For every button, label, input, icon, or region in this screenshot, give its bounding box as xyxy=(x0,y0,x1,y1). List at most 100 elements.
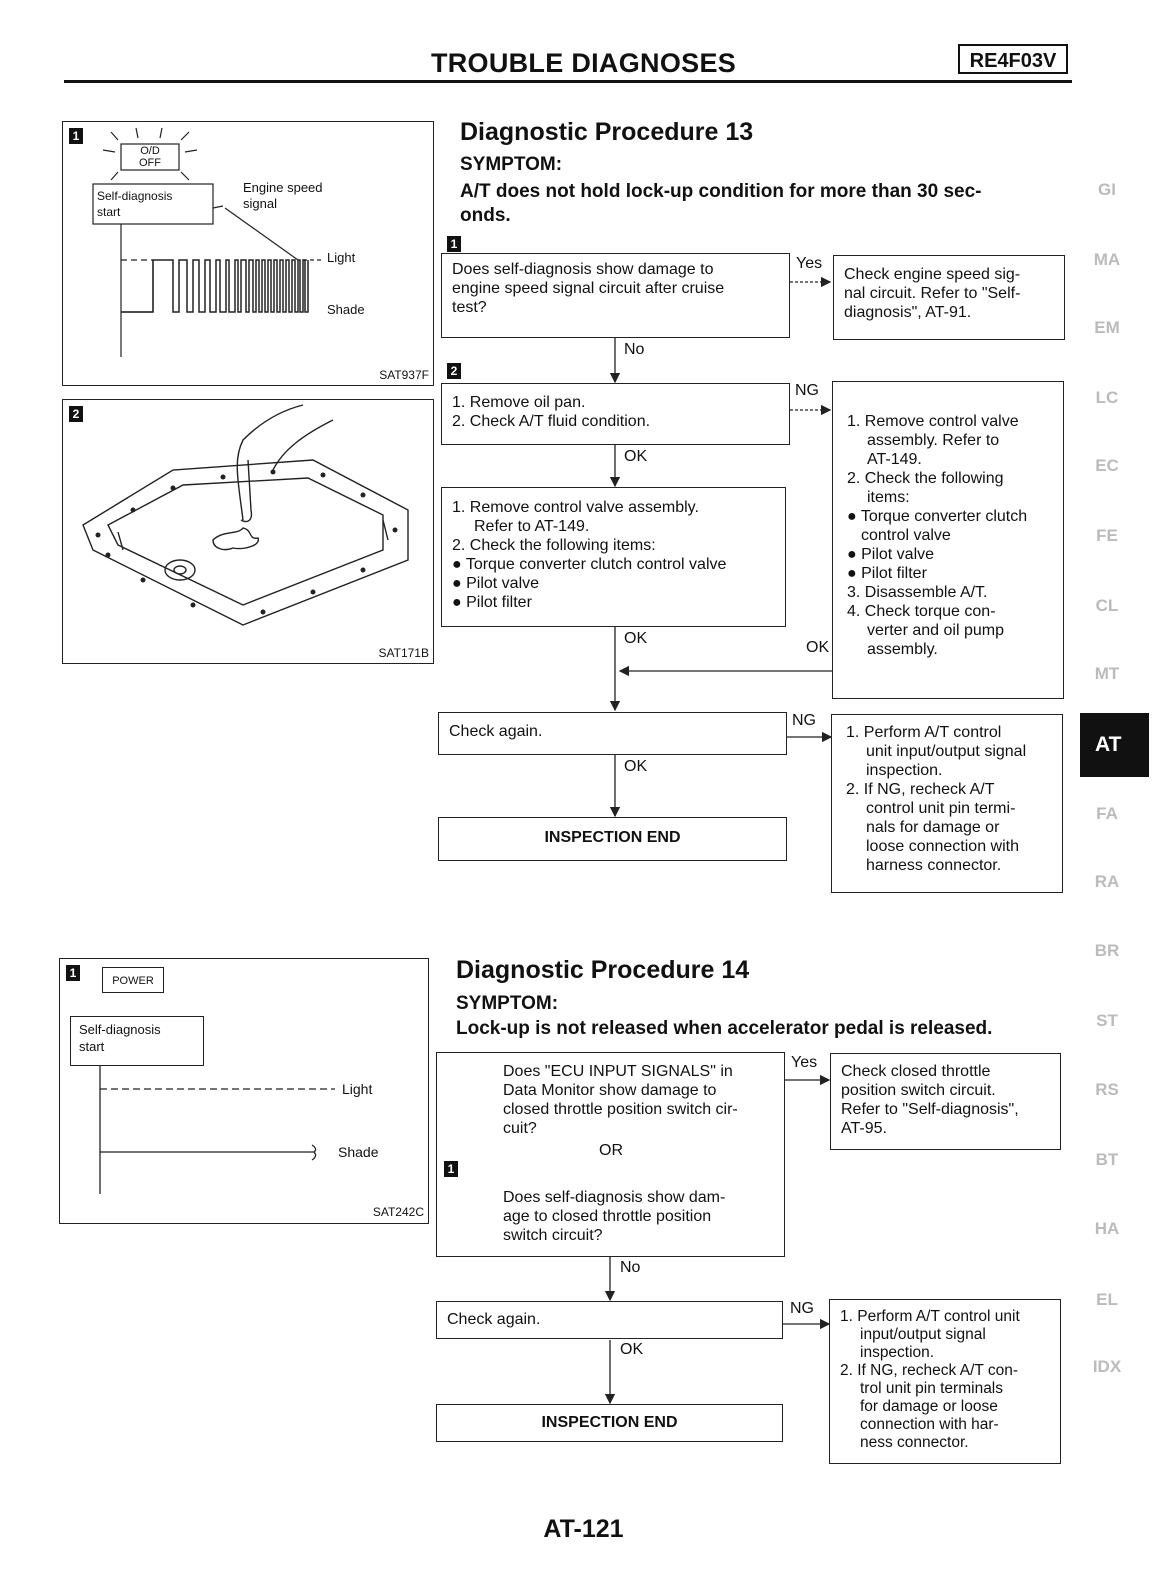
sidebar-tab-gi[interactable]: GI xyxy=(1098,180,1116,199)
or-divider-label: OR xyxy=(597,1142,625,1160)
ok-label: OK xyxy=(624,448,648,465)
question-line: cuit? xyxy=(503,1120,537,1137)
figure-number: 2 xyxy=(69,406,83,422)
figure-code: SAT171B xyxy=(378,646,429,660)
yes-label: Yes xyxy=(796,255,823,272)
ng-label: NG xyxy=(790,1300,814,1317)
page-number: AT-121 xyxy=(543,1515,624,1543)
oil-pan-step-box: 1. Remove oil pan. 2. Check A/T fluid co… xyxy=(441,383,790,445)
ok-label: OK xyxy=(624,758,648,775)
ng-result-line: verter and oil pump xyxy=(867,622,1004,639)
sidebar-tab-st[interactable]: ST xyxy=(1096,1011,1118,1030)
cv-bullet: Torque converter clutch control valve xyxy=(465,556,727,573)
inspection-end-box: INSPECTION END xyxy=(438,817,787,861)
step-1-marker: 1 xyxy=(444,1161,458,1177)
figure-number: 1 xyxy=(66,965,80,981)
yes-label: Yes xyxy=(791,1054,818,1071)
perform-line: for damage or loose xyxy=(860,1398,998,1415)
page-title: TROUBLE DIAGNOSES xyxy=(430,48,737,78)
symptom-text: Lock-up is not released when accelerator… xyxy=(456,1018,993,1039)
figure-number: 1 xyxy=(69,128,83,144)
yes-result-line: position switch circuit. xyxy=(841,1082,996,1099)
sidebar-tab-ma[interactable]: MA xyxy=(1093,250,1121,269)
sidebar-tab-ra[interactable]: RA xyxy=(1094,872,1120,891)
no-label: No xyxy=(620,1259,641,1276)
pulse-waveform xyxy=(121,259,309,313)
power-button-label: POWER xyxy=(102,967,164,993)
yes-result-line: Check engine speed sig- xyxy=(844,266,1021,283)
ok-label: OK xyxy=(620,1341,644,1358)
shade-label: Shade xyxy=(327,302,365,317)
shade-label: Shade xyxy=(338,1144,379,1160)
yes-result-box: Check closed throttle position switch ci… xyxy=(830,1053,1061,1150)
start-label-1: Self-diagnosis xyxy=(97,189,173,203)
sidebar-tab-br[interactable]: BR xyxy=(1094,941,1120,960)
oil-step-line: 2. Check A/T fluid condition. xyxy=(452,413,651,430)
yes-result-line: diagnosis", AT-91. xyxy=(844,304,972,321)
question-line: age to closed throttle position xyxy=(503,1208,712,1225)
perform-inspection-box: 1. Perform A/T control unit input/output… xyxy=(831,714,1063,893)
yes-result-line: Refer to "Self-diagnosis", xyxy=(841,1101,1019,1118)
question-line: Does self-diagnosis show dam- xyxy=(503,1189,726,1206)
oil-pan-bolts xyxy=(95,469,398,615)
ng-result-bullet: Pilot valve xyxy=(861,546,935,563)
perform-line: loose connection with xyxy=(866,838,1019,855)
cv-step-line: Refer to AT-149. xyxy=(474,518,590,535)
sidebar-tab-em[interactable]: EM xyxy=(1094,318,1120,337)
cv-step-line: 2. Check the following items: xyxy=(452,537,656,554)
symptom-label: SYMPTOM: xyxy=(456,993,559,1014)
question-line: closed throttle position switch cir- xyxy=(503,1101,738,1118)
sidebar-tab-idx[interactable]: IDX xyxy=(1092,1357,1122,1376)
throttle-signal-drawing xyxy=(99,1066,335,1194)
figure-oil-pan: 2 SAT171B xyxy=(62,399,434,664)
ok-label: OK xyxy=(624,630,648,647)
figure-code: SAT937F xyxy=(379,368,429,382)
sidebar-tab-fe[interactable]: FE xyxy=(1096,526,1118,545)
sidebar-tab-ha[interactable]: HA xyxy=(1094,1219,1120,1238)
symptom-line-1: A/T does not hold lock-up condition for … xyxy=(460,181,982,202)
ng-result-bullet: Pilot filter xyxy=(861,565,927,582)
perform-line: input/output signal xyxy=(860,1326,986,1343)
figure-engine-speed-drawing xyxy=(92,127,323,357)
ng-result-line: 1. Remove control valve xyxy=(847,413,1019,430)
header-rule xyxy=(64,80,1072,83)
cv-bullet: Pilot filter xyxy=(466,594,532,611)
no-label: No xyxy=(624,341,645,358)
control-valve-step-box: 1. Remove control valve assembly. Refer … xyxy=(441,487,786,627)
perform-line: 2. If NG, recheck A/T xyxy=(846,781,995,798)
ng-result-box: 1. Remove control valve assembly. Refer … xyxy=(832,381,1064,699)
sidebar-tab-ec[interactable]: EC xyxy=(1095,456,1119,475)
symptom-line-2: onds. xyxy=(460,205,511,226)
symptom-text: A/T does not hold lock-up condition for … xyxy=(460,180,981,228)
figure-code: SAT242C xyxy=(372,1205,424,1219)
pulse-path xyxy=(121,259,309,313)
sidebar-tab-fa[interactable]: FA xyxy=(1096,804,1118,823)
engine-label-1: Engine speed xyxy=(243,180,323,195)
perform-line: connection with har- xyxy=(860,1416,999,1433)
model-badge: RE4F03V xyxy=(958,44,1068,74)
sidebar-tab-mt[interactable]: MT xyxy=(1094,664,1120,683)
perform-line: nals for damage or xyxy=(866,819,1000,836)
yes-result-line: Check closed throttle xyxy=(841,1063,991,1080)
question-line: Does self-diagnosis show damage to xyxy=(452,261,714,278)
cv-step-line: 1. Remove control valve assembly. xyxy=(452,499,699,516)
ng-result-line: assembly. xyxy=(867,641,938,658)
sidebar-tab-bt[interactable]: BT xyxy=(1095,1150,1119,1169)
ng-result-line: items: xyxy=(867,489,910,506)
start-label-2: start xyxy=(79,1039,105,1054)
yes-result-line: nal circuit. Refer to "Self- xyxy=(844,285,1021,302)
sidebar-tab-at[interactable]: AT xyxy=(1080,713,1149,777)
sidebar-tab-cl[interactable]: CL xyxy=(1095,596,1119,615)
start-label-1: Self-diagnosis xyxy=(79,1022,161,1037)
sidebar-tab-lc[interactable]: LC xyxy=(1095,388,1119,407)
question-line: switch circuit? xyxy=(503,1227,603,1244)
sidebar-tab-el[interactable]: EL xyxy=(1096,1290,1118,1309)
symptom-label: SYMPTOM: xyxy=(460,154,563,175)
ng-result-line: AT-149. xyxy=(867,451,922,468)
sidebar-tab-rs[interactable]: RS xyxy=(1095,1080,1119,1099)
inspection-end-box: INSPECTION END xyxy=(436,1404,783,1442)
oil-step-line: 1. Remove oil pan. xyxy=(452,394,586,411)
perform-line: inspection. xyxy=(866,762,943,779)
perform-line: trol unit pin terminals xyxy=(860,1380,1004,1397)
